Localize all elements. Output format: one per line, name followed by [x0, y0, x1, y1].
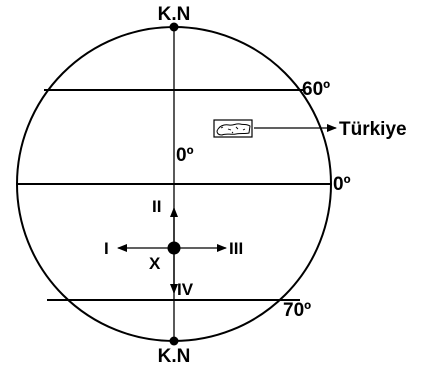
south-pole-dot — [169, 336, 179, 346]
direction-down-label: IV — [177, 280, 194, 299]
direction-up-label: II — [152, 197, 161, 216]
bottom-pole-label: K.N — [158, 346, 191, 367]
parallel-60-label: 60º — [302, 79, 330, 100]
direction-left-label: I — [104, 239, 109, 258]
direction-right-label: III — [229, 239, 243, 258]
parallel-70-label: 70º — [283, 300, 311, 321]
point-x-dot — [167, 241, 181, 255]
meridian-label: 0º — [176, 145, 194, 166]
equator-label: 0º — [333, 174, 351, 195]
turkey-map-icon — [213, 119, 253, 138]
point-x-label: X — [149, 254, 161, 273]
turkey-label: Türkiye — [339, 119, 407, 140]
north-pole-dot — [169, 22, 179, 32]
top-pole-label: K.N — [158, 4, 191, 25]
